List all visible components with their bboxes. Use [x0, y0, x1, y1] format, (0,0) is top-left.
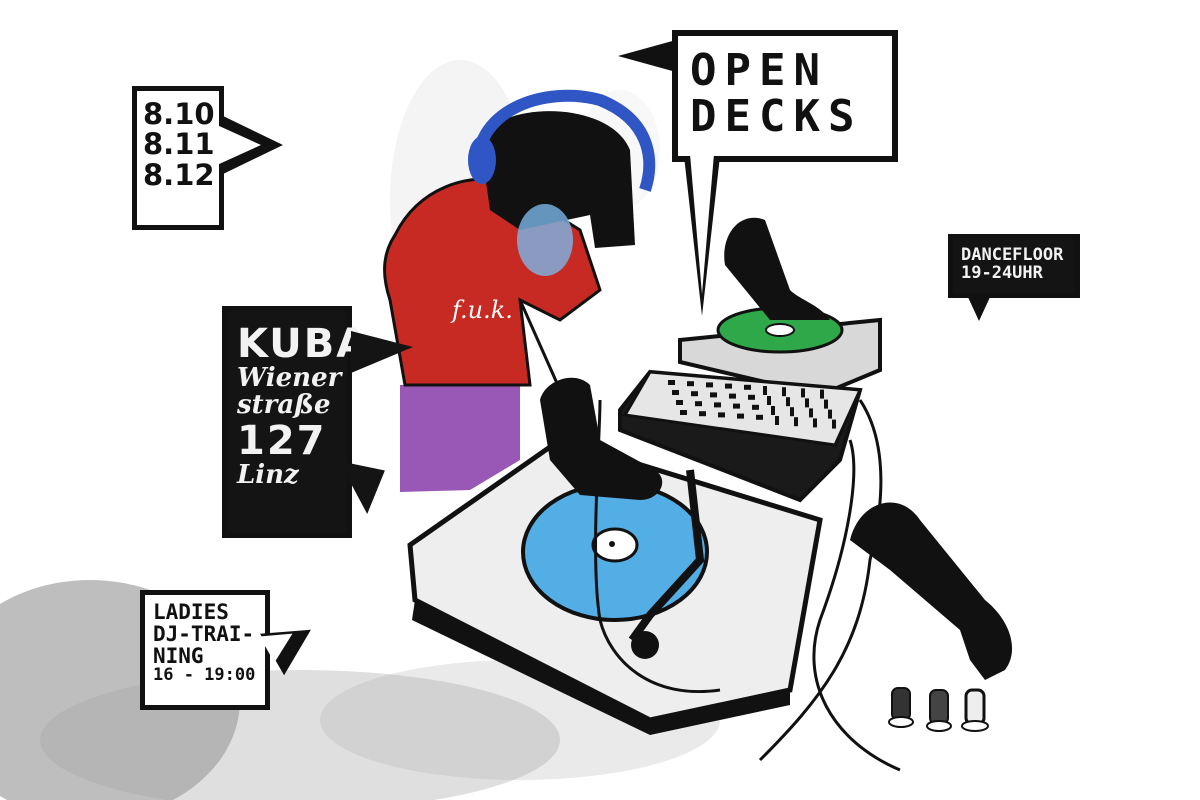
ladies-line: LADIES: [153, 600, 229, 624]
venue-number: 127: [237, 417, 327, 464]
knobs: [888, 687, 989, 732]
mixer-control: [737, 413, 744, 419]
turntable-back: [678, 217, 882, 398]
cables: [594, 399, 901, 772]
mixer-control: [763, 386, 767, 395]
mixer-control: [832, 419, 836, 429]
mixer-control: [820, 389, 824, 399]
mixer-control: [744, 384, 751, 390]
headphones: [471, 89, 656, 192]
ladies-line: NING: [153, 644, 204, 669]
shirt-text: f.u.k.: [450, 296, 513, 324]
hand-right: [850, 502, 1013, 680]
ladies-time: 16 - 19:00: [153, 665, 256, 686]
mixer-control: [710, 392, 717, 398]
mixer-control: [782, 387, 786, 397]
venue-city: Linz: [237, 459, 299, 490]
headline-line: DECKS: [690, 91, 863, 143]
bubble-tail: [351, 331, 413, 373]
bubble-tail: [618, 40, 676, 72]
mixer-control: [771, 406, 775, 415]
mixer-control: [752, 404, 759, 410]
mixer-control: [801, 388, 805, 398]
date-line: 8.12: [143, 157, 215, 192]
mixer-control: [813, 418, 817, 428]
mixer-control: [767, 396, 771, 405]
dj-figure: f.u.k.: [383, 89, 663, 500]
pants: [400, 380, 520, 492]
mixer-control: [706, 382, 713, 388]
mixer-control: [672, 390, 679, 395]
date-line: 8.11: [143, 127, 215, 162]
mixer-control: [691, 391, 698, 397]
mixer-control: [733, 403, 740, 409]
bubble-tail-inner: [217, 125, 261, 165]
mixer-control: [680, 410, 687, 415]
mixer-control: [676, 400, 683, 405]
mixer-control: [756, 414, 763, 420]
mixer-control: [775, 416, 779, 425]
dates-bubble: 8.10 8.11 8.12: [132, 86, 283, 230]
dancefloor-line: DANCEFLOOR: [961, 245, 1064, 265]
dancefloor-line: 19-24UHR: [961, 262, 1043, 283]
mixer-control: [809, 408, 813, 418]
mixer-control: [695, 401, 702, 407]
venue-street: straße: [237, 390, 331, 421]
ladies-training-bubble: LADIES DJ-TRAI- NING 16 - 19:00: [140, 590, 324, 710]
mixer-control: [786, 397, 790, 407]
mixer-control: [790, 407, 794, 417]
date-line: 8.10: [143, 97, 215, 131]
mixer-control: [805, 398, 809, 408]
mixer-control: [714, 402, 721, 408]
dancefloor-bubble: DANCEFLOOR 19-24UHR: [948, 234, 1080, 321]
mixer-control: [729, 393, 736, 399]
mixer-control: [687, 381, 694, 387]
mixer-control: [748, 394, 755, 400]
mixer-control: [668, 380, 675, 385]
mixer-control: [699, 411, 706, 417]
mixer-control: [718, 412, 725, 418]
mixer-control: [725, 383, 732, 389]
venue-bubble: KUBA Wiener straße 127 Linz: [222, 306, 413, 538]
ladies-line: DJ-TRAI-: [153, 622, 255, 647]
venue-street: Wiener: [237, 363, 342, 393]
turntable-front: [407, 437, 823, 735]
bubble-tail: [967, 295, 991, 321]
headline-line: OPEN: [690, 45, 828, 96]
mixer-control: [824, 399, 828, 409]
venue-name: KUBA: [237, 321, 370, 367]
mixer-control: [794, 417, 798, 427]
face: [517, 204, 573, 276]
hair: [480, 111, 635, 248]
mixer-control: [828, 409, 832, 419]
open-decks-bubble: OPEN DECKS: [618, 30, 898, 316]
mixer: [618, 369, 863, 503]
bubble-tail-down-inner: [690, 154, 714, 310]
hand-left: [540, 377, 663, 500]
